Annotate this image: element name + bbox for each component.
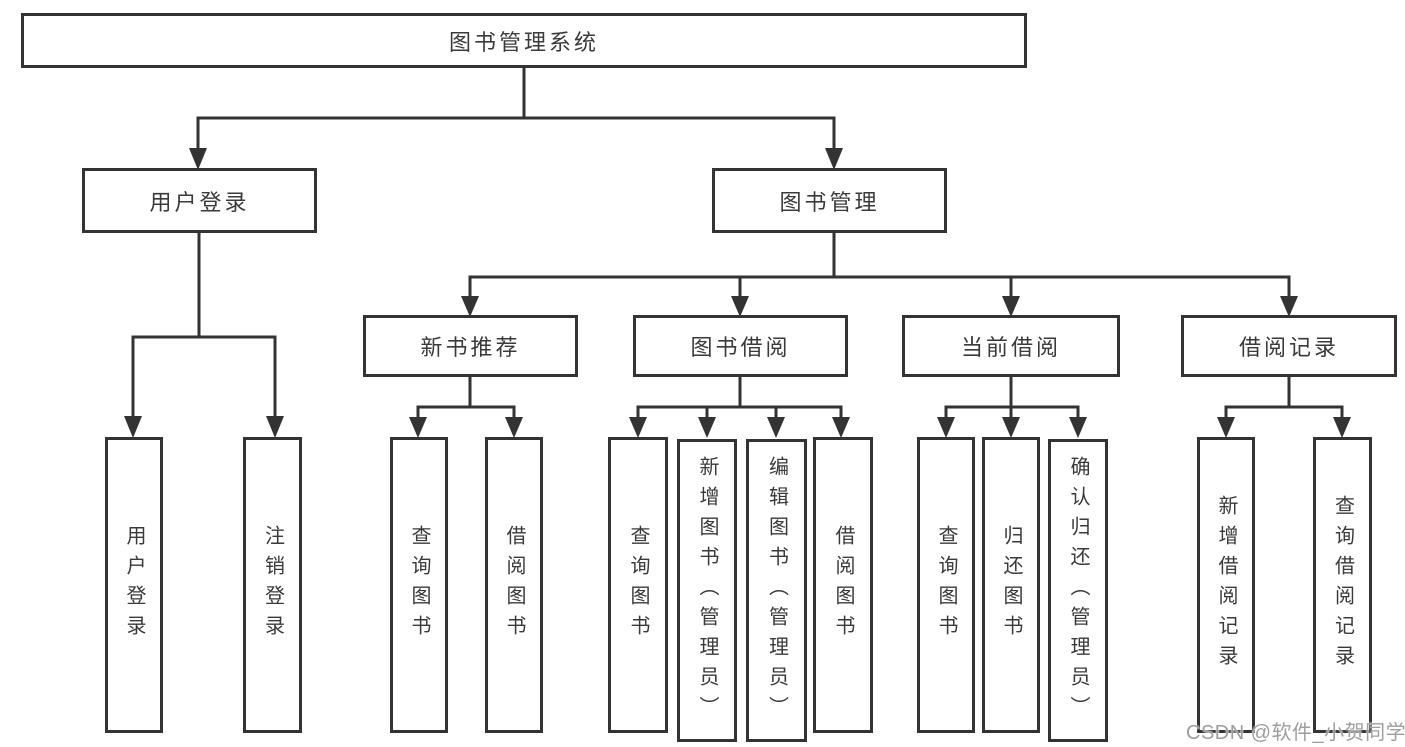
node-current-borrowing: 当前借阅: [902, 315, 1120, 377]
leaf-user-login-label: 用户登录: [123, 525, 145, 645]
node-root-library-system: 图书管理系统: [21, 13, 1027, 68]
connector-user-login-to-leaves: [124, 230, 284, 438]
leaf-query-books-recommend: 查询图书: [390, 437, 448, 733]
leaf-confirm-return-admin-label: 确认归还（管理员）: [1067, 455, 1089, 726]
leaf-query-borrow-record-label: 查询借阅记录: [1331, 495, 1354, 675]
node-user-login: 用户登录: [82, 168, 317, 233]
leaf-edit-book-admin-label: 编辑图书（管理员）: [765, 455, 788, 726]
leaf-add-book-admin-label: 新增图书（管理员）: [696, 455, 718, 726]
csdn-watermark: CSDN @软件_小贺同学: [1186, 722, 1405, 744]
node-new-book-recommend: 新书推荐: [363, 315, 578, 377]
leaf-query-books-current: 查询图书: [917, 437, 975, 733]
node-borrowing-records: 借阅记录: [1181, 315, 1397, 377]
leaf-return-books-label: 归还图书: [1000, 525, 1022, 645]
connector-new-book-rec-to-leaves: [409, 375, 523, 438]
leaf-add-borrow-record: 新增借阅记录: [1197, 437, 1255, 733]
node-book-borrowing: 图书借阅: [633, 315, 848, 377]
leaf-confirm-return-admin: 确认归还（管理员）: [1048, 439, 1108, 742]
leaf-borrow-books-label: 借阅图书: [832, 525, 854, 645]
leaf-user-login: 用户登录: [105, 437, 163, 733]
leaf-logout-label: 注销登录: [261, 525, 284, 645]
leaf-borrow-books-recommend-label: 借阅图书: [503, 525, 525, 645]
leaf-query-books-recommend-label: 查询图书: [408, 525, 430, 645]
connector-borrow-records-to-leaves: [1217, 375, 1351, 438]
leaf-logout: 注销登录: [243, 437, 302, 733]
leaf-borrow-books-recommend: 借阅图书: [485, 437, 543, 733]
leaf-borrow-books: 借阅图书: [813, 437, 873, 733]
leaf-query-books-borrow: 查询图书: [608, 437, 668, 733]
leaf-edit-book-admin: 编辑图书（管理员）: [746, 439, 807, 742]
connector-root-to-level2: [189, 66, 843, 170]
leaf-add-book-admin: 新增图书（管理员）: [677, 439, 737, 742]
connector-current-borrow-to-leaves: [937, 375, 1087, 438]
node-book-management: 图书管理: [712, 168, 947, 233]
connector-book-mgmt-to-level3: [461, 230, 1298, 317]
leaf-add-borrow-record-label: 新增借阅记录: [1215, 495, 1237, 675]
leaf-return-books: 归还图书: [982, 437, 1040, 733]
leaf-query-books-current-label: 查询图书: [935, 525, 957, 645]
leaf-query-books-borrow-label: 查询图书: [627, 525, 649, 645]
leaf-query-borrow-record: 查询借阅记录: [1313, 437, 1372, 733]
connector-book-borrow-to-leaves: [629, 375, 850, 438]
